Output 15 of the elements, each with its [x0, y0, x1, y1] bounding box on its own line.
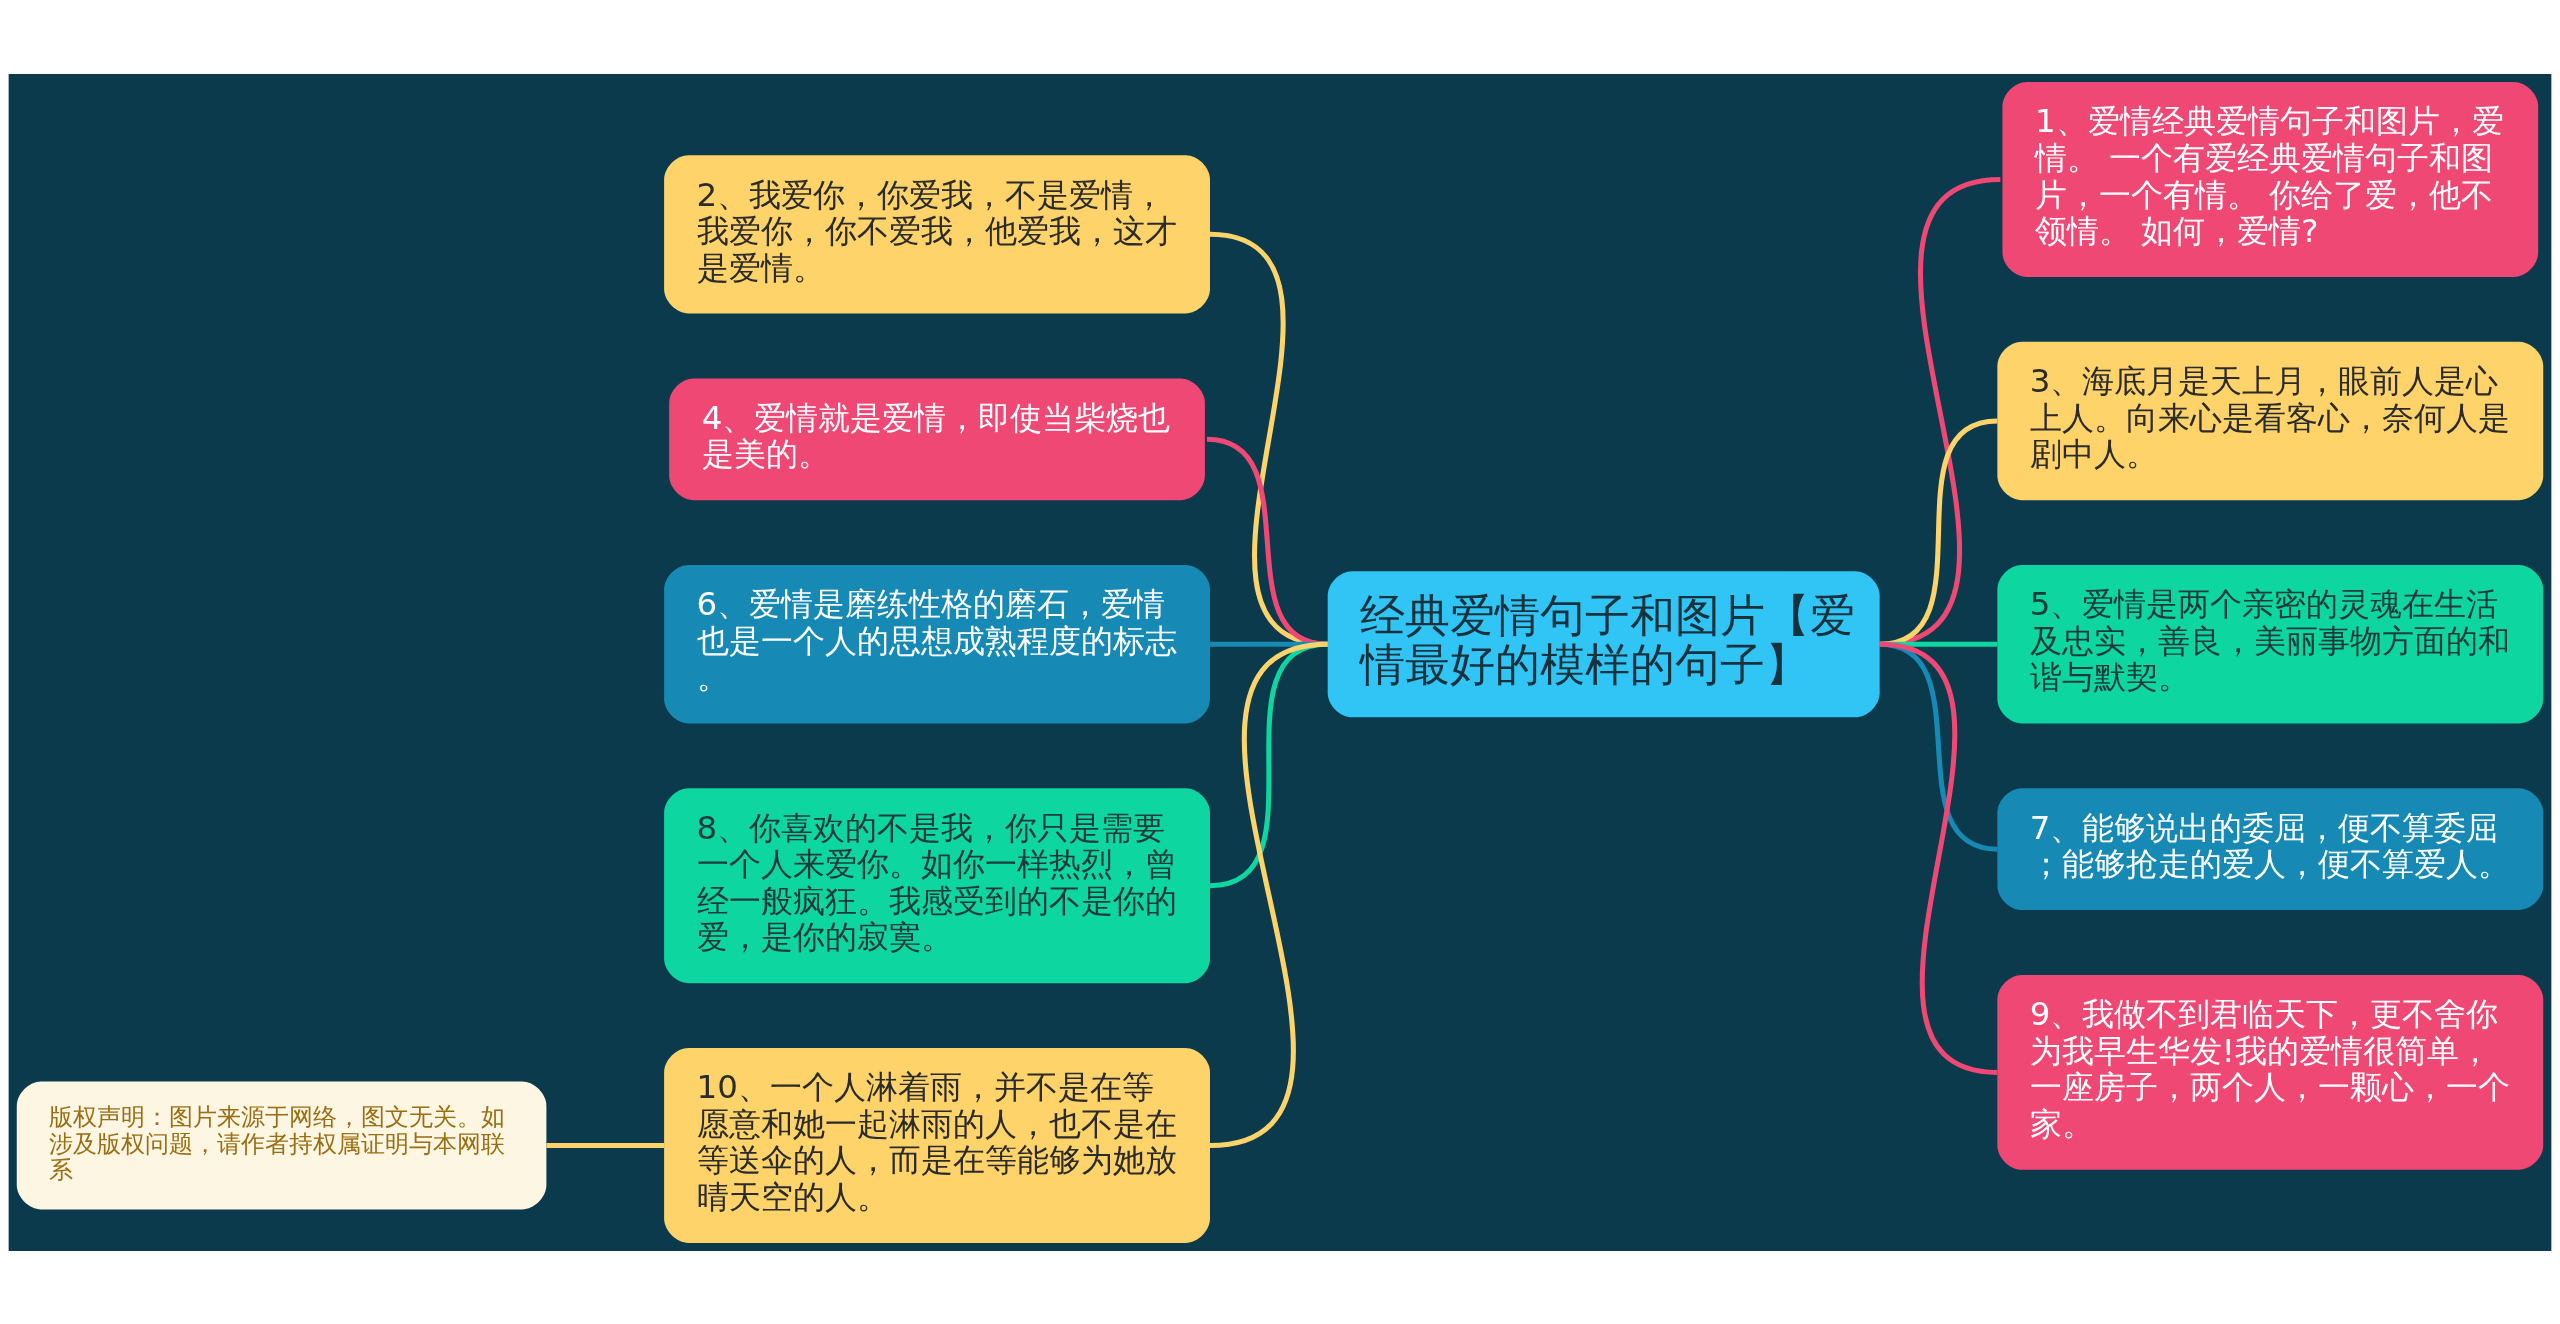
- node-box: 9、我做不到君临天下，更不舍你为我早生华发!我的爱情很简单，一座房子，两个人，一颗心，一个家。: [1997, 974, 2544, 1170]
- connector: [1209, 641, 1329, 1148]
- node-box: 经典爱情句子和图片【爱情最好的模样的句子】: [1327, 570, 1880, 717]
- node-box: 1、爱情经典爱情句子和图片，爱情。 一个有爱经典爱情句子和图片，一个有情。 你给了爱，他不领情。 如何，爱情?: [2002, 81, 2539, 277]
- node-box: 6、爱情是磨练性格的磨石，爱情也是一个人的思想成熟程度的标志。: [664, 564, 1210, 723]
- node-box: 10、一个人淋着雨，并不是在等愿意和她一起淋雨的人，也不是在等送伞的人，而是在等能够为她放晴天空的人。: [664, 1047, 1210, 1243]
- node-box: 5、爱情是两个亲密的灵魂在生活及忠实，善良，美丽事物方面的和谐与默契。: [1997, 564, 2544, 723]
- node-box: 4、爱情就是爱情，即使当柴烧也是美的。: [669, 377, 1205, 500]
- connector: [546, 1142, 665, 1148]
- node-box: 2、我爱你，你爱我，不是爱情，我爱你，你不爱我，他爱我，这才是爱情。: [664, 154, 1210, 313]
- node-box: 8、你喜欢的不是我，你只是需要一个人来爱你。如你一样热烈，曾经一般疯狂。我感受到的不是你的爱，是你的寂寞。: [664, 787, 1210, 983]
- node-box: 3、海底月是天上月，眼前人是心上人。向来心是看客心，奈何人是剧中人。: [1997, 341, 2544, 500]
- node-box: 版权声明：图片来源于网络，图文无关。如涉及版权问题，请作者持权属证明与本网联系: [16, 1081, 547, 1209]
- connector: [1879, 641, 1998, 1075]
- node-box: 7、能够说出的委屈，便不算委屈；能够抢走的爱人，便不算爱人。: [1997, 787, 2544, 910]
